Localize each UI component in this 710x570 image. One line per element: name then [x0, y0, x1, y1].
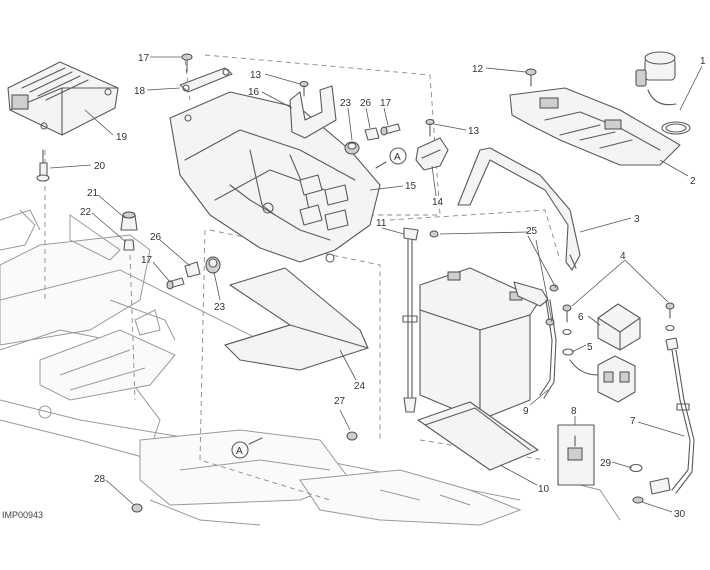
leader-lines — [49, 56, 703, 513]
callout-13-top: 13 — [250, 70, 262, 81]
callout-10: 10 — [538, 484, 550, 495]
rubber-mat-24 — [224, 267, 369, 371]
marker-a-bottom-label: A — [236, 446, 243, 457]
bracket-plate-2 — [509, 87, 681, 166]
callout-8: 8 — [571, 406, 577, 417]
callout-6: 6 — [578, 312, 584, 323]
callout-7: 7 — [630, 416, 636, 427]
nut-26-top — [364, 127, 380, 141]
callout-12: 12 — [472, 64, 484, 75]
marker-a-top: A — [375, 147, 407, 169]
callout-22: 22 — [80, 207, 92, 218]
nut-26-left — [184, 261, 201, 278]
callout-28: 28 — [94, 474, 106, 485]
clip-14 — [415, 137, 449, 171]
screw-13-top — [299, 81, 309, 97]
relay-6 — [569, 303, 641, 403]
callout-5: 5 — [587, 342, 593, 353]
callout-24: 24 — [354, 381, 366, 392]
bracket-18 — [179, 67, 233, 93]
rubber-pad-23-top — [344, 141, 360, 155]
callout-11: 11 — [376, 218, 387, 229]
callout-17-right: 17 — [380, 98, 392, 109]
cable-11 — [402, 227, 419, 413]
callout-30: 30 — [674, 509, 686, 520]
callout-26-top: 26 — [360, 98, 372, 109]
battery — [419, 267, 541, 421]
callout-18: 18 — [134, 86, 146, 97]
rubber-pad-23-left — [205, 256, 221, 274]
washer-5 — [562, 348, 574, 356]
callout-21: 21 — [87, 188, 99, 199]
motorcycle-frame — [0, 209, 621, 526]
screw-12 — [525, 68, 537, 87]
callout-1: 1 — [700, 56, 706, 67]
bolt-25-a — [545, 318, 555, 326]
bracket-16 — [289, 85, 337, 139]
callout-26-left: 26 — [150, 232, 162, 243]
marker-a-top-label: A — [394, 152, 401, 163]
battery-holder-15 — [169, 91, 381, 263]
bolt-27 — [346, 431, 358, 441]
battery-strap-3 — [457, 147, 581, 271]
bolt-17-left — [166, 277, 185, 290]
bolt-28 — [131, 503, 143, 513]
callout-13-right: 13 — [468, 126, 480, 137]
grommet-21 — [120, 211, 138, 231]
callout-15: 15 — [405, 181, 417, 192]
bolt-30 — [632, 496, 644, 504]
control-unit-19 — [7, 61, 119, 136]
callout-9: 9 — [523, 406, 529, 417]
bolt-17-top — [181, 53, 193, 73]
screw-20 — [36, 149, 50, 182]
fuse-8 — [557, 424, 595, 486]
bolt-25-b — [549, 284, 559, 292]
bolt-4-left — [562, 304, 572, 336]
callout-27: 27 — [334, 396, 346, 407]
bolt-13-right — [425, 119, 435, 137]
callout-17-top: 17 — [138, 53, 150, 64]
callout-17-left: 17 — [141, 255, 153, 266]
callout-25: 25 — [526, 226, 538, 237]
battery-mat-10 — [417, 401, 539, 471]
callout-4: 4 — [620, 251, 626, 262]
cable-7 — [649, 337, 695, 495]
callout-20: 20 — [94, 161, 106, 172]
diagram-reference-code: IMP00943 — [2, 510, 43, 520]
callout-23-top: 23 — [340, 98, 352, 109]
bolt-4-right — [665, 302, 675, 332]
callout-19: 19 — [116, 132, 128, 143]
socket-1 — [635, 51, 691, 135]
callout-labels: 17 18 19 20 21 22 26 17 23 13 16 23 26 1… — [80, 53, 706, 520]
callout-14: 14 — [432, 197, 444, 208]
callout-2: 2 — [690, 176, 696, 187]
callout-29: 29 — [600, 458, 612, 469]
callout-3: 3 — [634, 214, 640, 225]
marker-a-bottom: A — [231, 437, 263, 459]
bolt-17-right — [380, 123, 401, 136]
screw-25-top — [429, 230, 439, 238]
callout-23-left: 23 — [214, 302, 226, 313]
callout-16: 16 — [248, 87, 260, 98]
bushing-22 — [123, 239, 135, 251]
washer-29 — [629, 463, 643, 473]
